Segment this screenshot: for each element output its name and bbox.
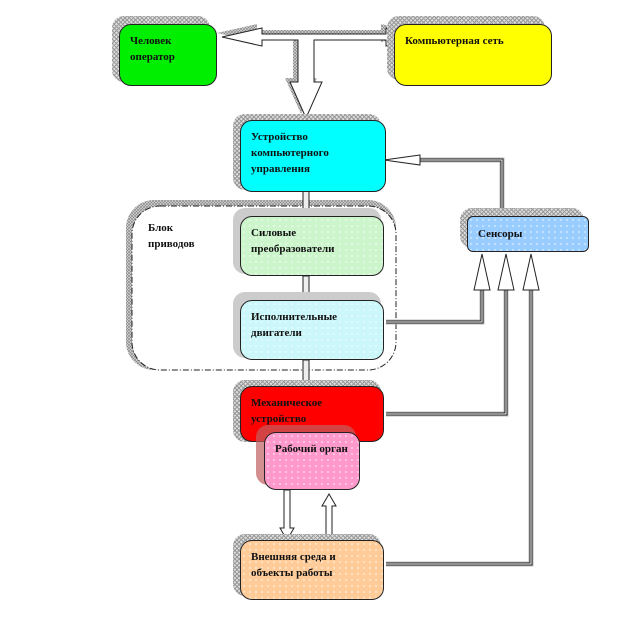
drive-block-label: Блок приводов — [148, 222, 195, 250]
environment-node: Внешняя среда и объекты работы — [240, 540, 384, 600]
sensors-label: Сенсоры — [478, 228, 523, 240]
converters-label: Силовые преобразователи — [251, 227, 335, 255]
operator-node: Человек оператор — [119, 24, 217, 86]
network-node: Компьютерная сеть — [394, 24, 552, 86]
feedback-lines — [386, 157, 534, 567]
control-node: Устройство компьютерного управления — [240, 120, 386, 192]
converters-node: Силовые преобразователи — [240, 216, 384, 276]
motors-node: Исполнительные двигатели — [240, 300, 384, 360]
control-label: Устройство компьютерного управления — [251, 131, 329, 175]
environment-label: Внешняя среда и объекты работы — [251, 551, 336, 579]
sensor-arrowheads — [383, 154, 540, 291]
mechanical-label: Механическое устройство — [251, 397, 323, 425]
work-organ-node: Рабочий орган — [264, 432, 360, 490]
work-organ-label: Рабочий орган — [275, 443, 348, 455]
motors-label: Исполнительные двигатели — [251, 311, 338, 339]
network-label: Компьютерная сеть — [405, 35, 504, 47]
operator-label: Человек оператор — [130, 35, 175, 63]
sensors-node: Сенсоры — [467, 216, 589, 252]
